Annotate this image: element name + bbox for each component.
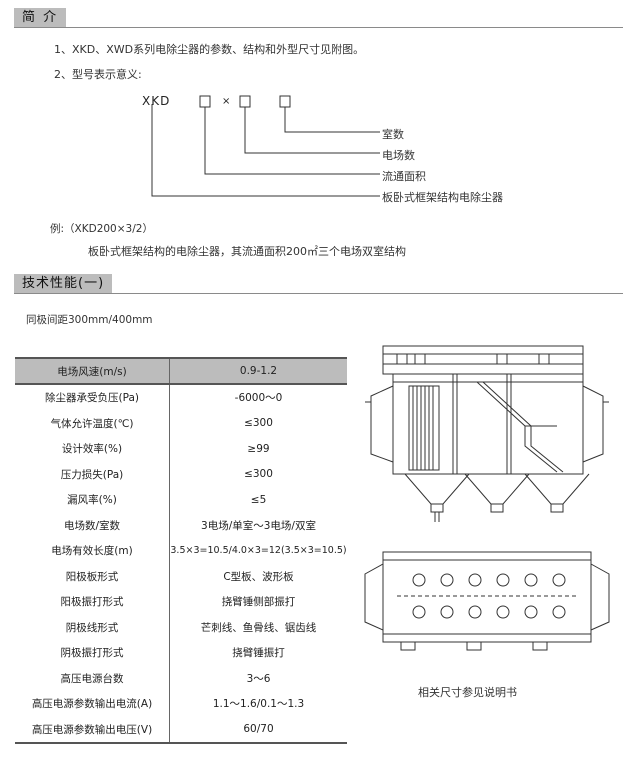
table-row: 设计效率(%) ≥99 (15, 436, 347, 462)
param-name: 除尘器承受负压(Pa) (15, 384, 171, 411)
param-name: 电场数/室数 (15, 512, 171, 538)
leader-area (204, 107, 380, 175)
model-prefix: XKD (142, 94, 171, 108)
elevation-view (365, 345, 609, 522)
table-row: 漏风率(%) ≤5 (15, 487, 347, 513)
param-value: ≤300 (244, 417, 273, 430)
example-label: 例:（XKD200×3/2） (50, 223, 153, 235)
param-value: 3电场/单室～3电场/双室 (201, 519, 316, 532)
table-row: 压力损失(Pa) ≤300 (15, 461, 347, 487)
table-row: 阴极振打形式 挠臂锤振打 (15, 640, 347, 666)
legend-fields: 电场数 (382, 149, 415, 162)
model-designation-diagram (151, 95, 380, 197)
leader-chambers (284, 107, 380, 133)
param-value: ≥99 (247, 442, 270, 455)
param-name: 气体允许温度(℃) (15, 410, 171, 436)
param-name: 高压电源参数输出电流(A) (15, 691, 171, 717)
param-name: 阴极振打形式 (15, 640, 171, 666)
table-row: 电场有效长度(m)3.5×3=10.5/4.0×3=12(3.5×3=10.5) (15, 538, 347, 564)
param-value: 挠臂锤侧部振打 (221, 596, 296, 609)
param-name: 电场有效长度(m) (15, 538, 171, 564)
param-value: ≤300 (244, 468, 273, 481)
table-row: 气体允许温度(℃) ≤300 (15, 410, 347, 436)
table-row: 高压电源参数输出电压(V)60/70 (15, 716, 347, 744)
table-row: 除尘器承受负压(Pa) -6000～0 (15, 384, 347, 411)
param-value: 0.9-1.2 (169, 357, 347, 385)
model-box-area (199, 95, 211, 108)
model-box-chambers (279, 95, 291, 108)
legend-type: 板卧式框架结构电除尘器 (382, 191, 503, 204)
table-row: 电场数/室数 3电场/单室～3电场/双室 (15, 512, 347, 538)
param-value: 60/70 (169, 716, 347, 744)
example-text: 板卧式框架结构的电除尘器，其流通面积200㎡三个电场双室结构 (88, 245, 406, 258)
param-name: 阳极板形式 (15, 563, 171, 589)
intro-heading: 简 介 (14, 8, 67, 28)
legend-chambers: 室数 (382, 128, 404, 141)
param-name: 高压电源台数 (15, 665, 171, 691)
param-value: 3.5×3=10.5/4.0×3=12(3.5×3=10.5) (170, 545, 347, 557)
perf-subtitle: 同极间距300mm/400mm (26, 314, 153, 326)
param-value: 挠臂锤振打 (232, 647, 285, 660)
intro-heading-rule (14, 27, 623, 28)
param-name: 高压电源参数输出电压(V) (15, 716, 171, 744)
param-name: 压力损失(Pa) (15, 461, 171, 487)
precipitator-drawing (364, 345, 610, 651)
intro-line-2: 2、型号表示意义: (54, 68, 142, 81)
intro-line-1: 1、XKD、XWD系列电除尘器的参数、结构和外型尺寸见附图。 (54, 43, 365, 56)
param-name: 漏风率(%) (15, 487, 171, 513)
param-name: 电场风速(m/s) (15, 357, 171, 385)
param-name: 设计效率(%) (15, 436, 171, 462)
table-row: 高压电源台数 3～6 (15, 665, 347, 691)
param-value: ≤5 (250, 493, 267, 506)
table-row: 电场风速(m/s)0.9-1.2 (15, 357, 347, 385)
leader-type (151, 104, 380, 197)
model-box-fields (239, 95, 251, 108)
leader-fields (244, 107, 380, 154)
table-row: 阴极线形式 芒刺线、鱼骨线、锯齿线 (15, 614, 347, 640)
model-separator: × (222, 96, 231, 107)
param-name: 阳极振打形式 (15, 589, 171, 615)
legend-area: 流通面积 (382, 170, 426, 183)
param-value: -6000～0 (234, 392, 283, 405)
param-value: 3～6 (246, 672, 271, 685)
plan-view (364, 551, 610, 651)
table-row: 阳极板形式 C型板、波形板 (15, 563, 347, 589)
param-name: 阴极线形式 (15, 614, 171, 640)
drawing-caption: 相关尺寸参见说明书 (418, 686, 517, 699)
perf-heading: 技术性能(一) (14, 274, 113, 294)
table-row: 高压电源参数输出电流(A) 1.1～1.6/0.1～1.3 (15, 691, 347, 717)
param-value: 1.1～1.6/0.1～1.3 (212, 698, 305, 711)
table-row: 阳极振打形式 挠臂锤侧部振打 (15, 589, 347, 615)
param-value: 芒刺线、鱼骨线、锯齿线 (200, 621, 317, 634)
param-value: C型板、波形板 (223, 570, 294, 583)
perf-heading-rule (14, 293, 623, 294)
